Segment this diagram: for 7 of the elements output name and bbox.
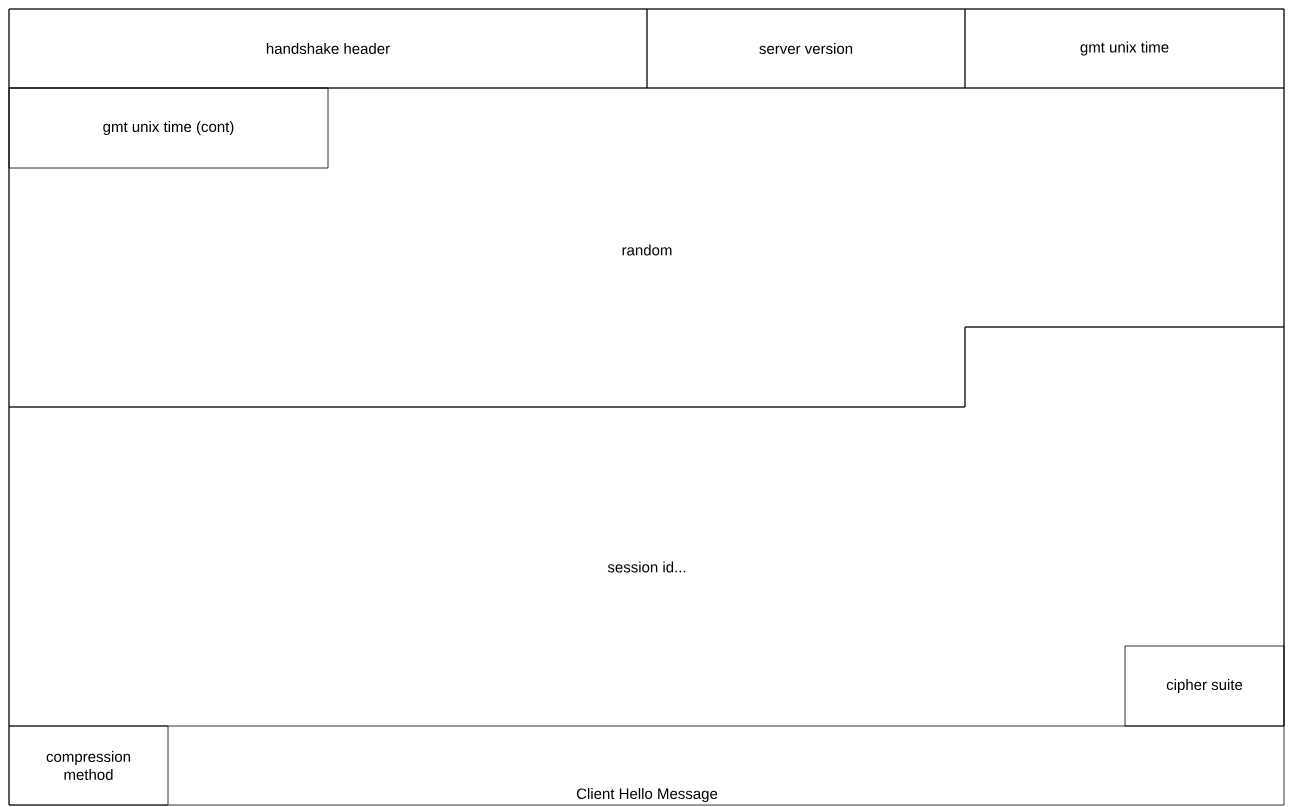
field-box: gmt unix time (cont) <box>8 87 329 169</box>
header-cell: server version <box>646 8 966 89</box>
header-cell: gmt unix time <box>964 8 1285 89</box>
header-cell: handshake header <box>8 8 648 89</box>
field-box: cipher suite <box>1124 645 1285 727</box>
field-box: compression method <box>8 725 169 806</box>
caption: Client Hello Message <box>576 788 718 802</box>
